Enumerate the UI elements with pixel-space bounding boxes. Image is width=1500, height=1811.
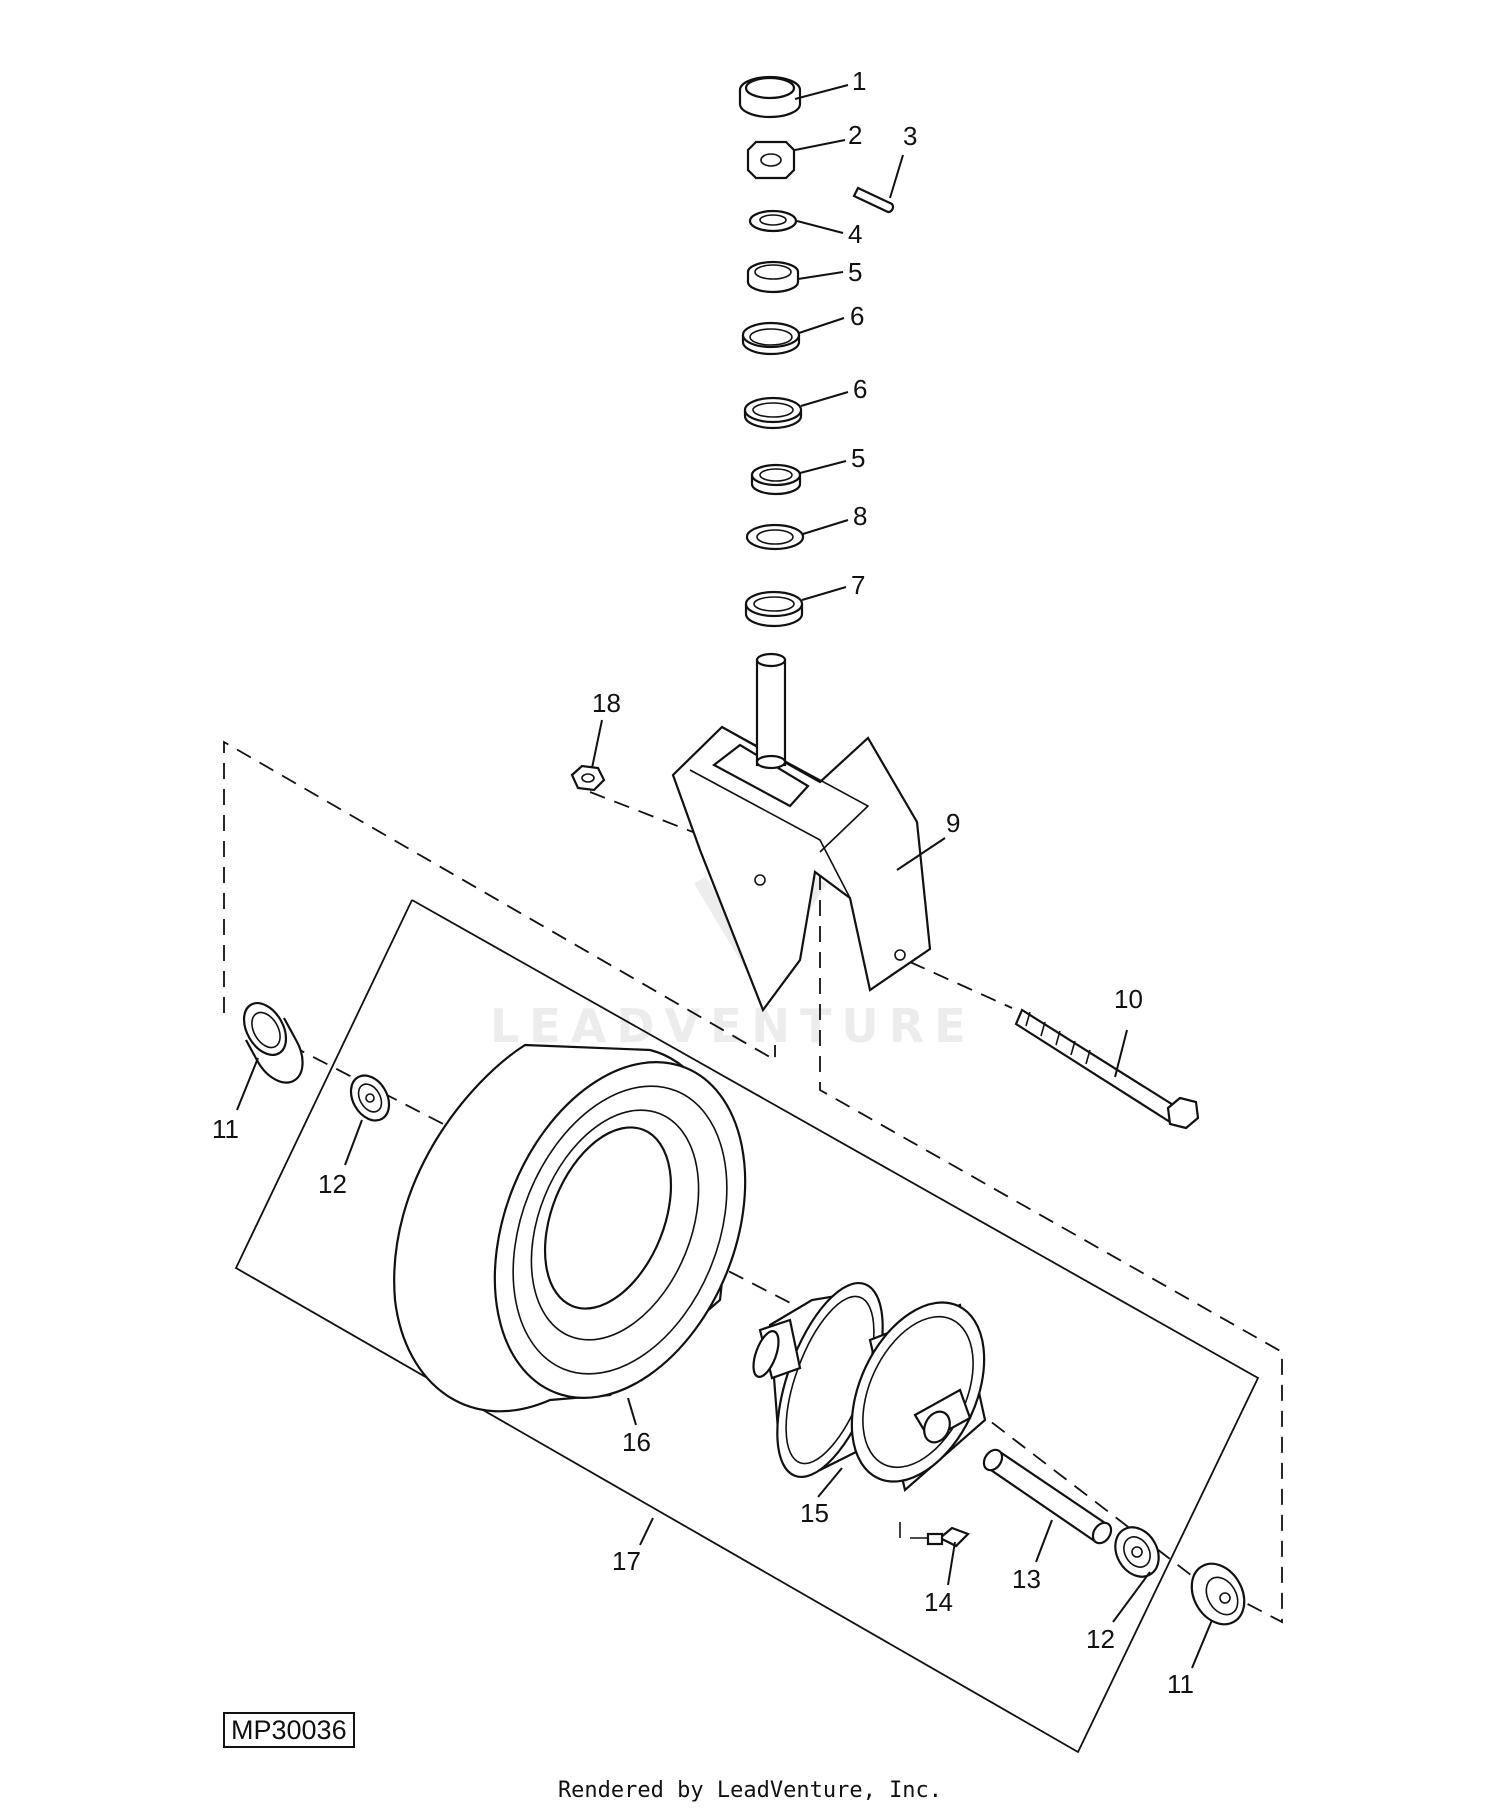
callout-15: 15 [800,1498,829,1528]
callout-1: 1 [852,66,866,96]
part-5-bearing-upper [746,260,800,294]
part-10-bolt [1014,1008,1200,1130]
leader-lines [236,84,1213,1669]
part-1-dust-cap [738,75,802,119]
part-15-hub [752,1281,987,1493]
callout-8: 8 [853,501,867,531]
part-4-washer [748,209,798,233]
part-14-grease-fitting [899,1522,970,1548]
callouts: 1 2 3 4 5 6 6 5 8 7 18 9 10 11 12 16 15 … [212,66,1194,1699]
callout-10: 10 [1114,984,1143,1014]
part-7-dust-seal [744,590,804,628]
part-18-lock-nut [570,764,606,792]
part-13-spacer-tube [982,1448,1113,1545]
part-12-bearing-left [349,1074,391,1122]
part-9-caster-fork [671,652,932,1013]
assembly-outline [234,899,1260,1754]
part-11-spacer-left [242,1002,304,1084]
part-12-bearing-right [1114,1526,1160,1578]
callout-6-lower: 6 [853,374,867,404]
callout-11-right: 11 [1167,1669,1194,1699]
callout-3: 3 [903,121,917,151]
callout-12-right: 12 [1086,1624,1115,1654]
part-16-tire [393,1043,747,1413]
callout-5-lower: 5 [851,443,865,473]
callout-2: 2 [848,120,862,150]
callout-7: 7 [851,570,865,600]
part-5-bearing-lower [750,463,802,496]
watermark-text: LEADVENTURE [490,999,976,1053]
callout-12-left: 12 [318,1169,347,1199]
part-8-seal [745,523,805,551]
part-6-bearing-cup-lower [743,396,803,430]
part-11-spacer-right [1190,1562,1246,1626]
part-2-castle-nut [746,140,796,180]
callout-16: 16 [622,1427,651,1457]
callout-6-upper: 6 [850,301,864,331]
figure-id-box: MP30036 [223,1712,355,1748]
callout-9: 9 [946,808,960,838]
callout-5-upper: 5 [848,257,862,287]
part-6-bearing-cup-upper [741,321,801,356]
callout-18: 18 [592,688,621,718]
callout-14: 14 [924,1587,953,1617]
part-3-cotter-pin [852,186,895,214]
callout-11-left: 11 [212,1114,239,1144]
callout-13: 13 [1012,1564,1041,1594]
callout-4: 4 [848,219,862,249]
callout-17: 17 [612,1546,641,1576]
render-credit: Rendered by LeadVenture, Inc. [557,1778,943,1803]
